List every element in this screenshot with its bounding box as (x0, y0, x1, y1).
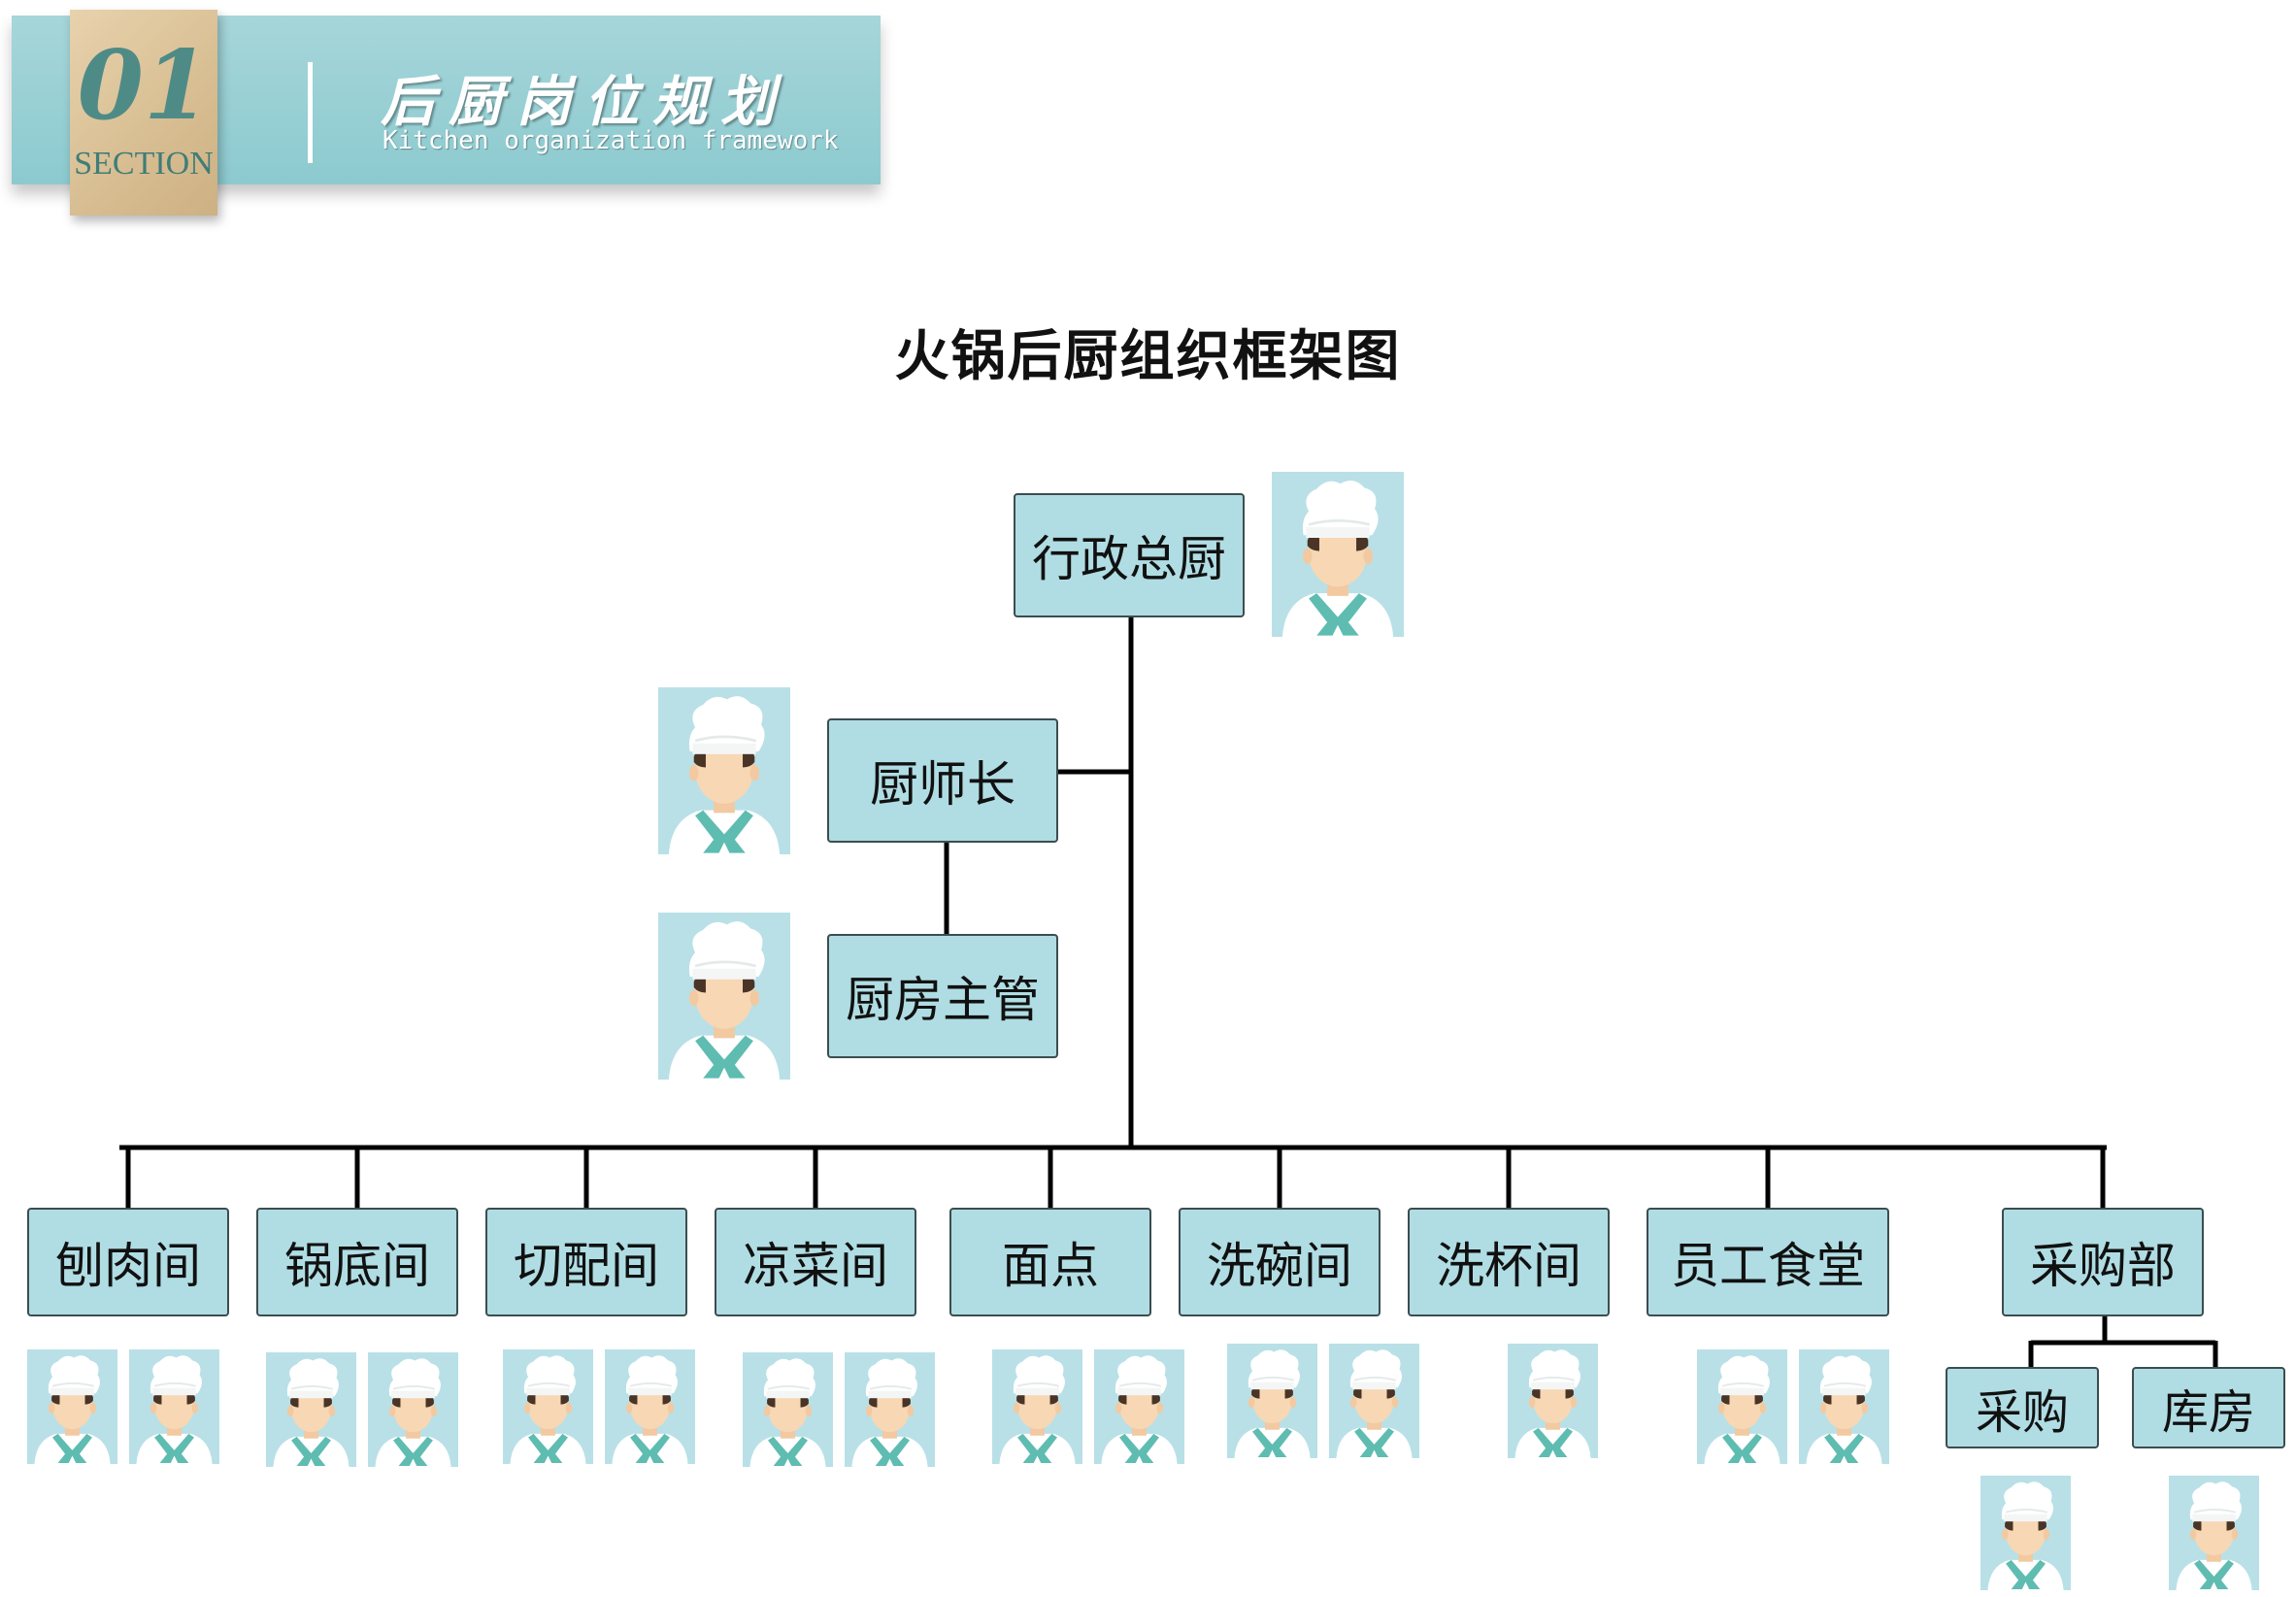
chef-avatar-icon (503, 1349, 593, 1464)
node-head-chef[interactable]: 厨师长 (827, 718, 1058, 843)
node-dept-label: 切配间 (514, 1238, 659, 1294)
node-dept-dishwashing[interactable]: 洗碗间 (1179, 1208, 1381, 1316)
section-label: SECTION (74, 146, 214, 182)
chef-avatar-icon (2169, 1476, 2259, 1590)
diagram-title: 火锅后厨组织框架图 (894, 325, 1402, 388)
chef-avatar-icon (27, 1349, 117, 1464)
node-dept-pastry[interactable]: 面点 (949, 1208, 1151, 1316)
node-dept-cold-dishes[interactable]: 凉菜间 (715, 1208, 916, 1316)
node-dept-label: 面点 (1002, 1238, 1099, 1294)
chef-avatar-icon (266, 1352, 356, 1467)
chef-avatar-icon (658, 687, 790, 854)
node-sub-storeroom[interactable]: 库房 (2132, 1367, 2285, 1448)
chef-avatar-icon (743, 1352, 833, 1467)
section-number: 01 (77, 30, 211, 142)
chef-avatar-icon (1697, 1349, 1787, 1464)
chef-avatar-icon (845, 1352, 935, 1467)
chef-avatar-icon (1329, 1344, 1419, 1458)
chef-avatar-icon (658, 913, 790, 1080)
node-dept-label: 锅底间 (284, 1238, 430, 1294)
node-dept-cup-washing[interactable]: 洗杯间 (1408, 1208, 1610, 1316)
chef-avatar-icon (992, 1349, 1082, 1464)
node-dept-label: 员工食堂 (1671, 1238, 1865, 1294)
node-kitchen-supervisor[interactable]: 厨房主管 (827, 934, 1058, 1058)
node-dept-label: 刨肉间 (55, 1238, 201, 1294)
node-dept-prep[interactable]: 切配间 (485, 1208, 687, 1316)
node-kitchen-supervisor-label: 厨房主管 (846, 972, 1040, 1028)
node-sub-label: 库房 (2161, 1385, 2255, 1440)
node-executive-chef[interactable]: 行政总厨 (1014, 493, 1245, 617)
node-dept-broth[interactable]: 锅底间 (256, 1208, 458, 1316)
section-badge: 01 SECTION (70, 10, 217, 216)
node-dept-label: 采购部 (2030, 1238, 2176, 1294)
node-dept-meat-slicing[interactable]: 刨肉间 (27, 1208, 229, 1316)
node-sub-label: 采购 (1975, 1385, 2069, 1440)
node-executive-chef-label: 行政总厨 (1032, 531, 1226, 587)
node-head-chef-label: 厨师长 (870, 756, 1015, 813)
node-dept-label: 洗碗间 (1207, 1238, 1352, 1294)
banner-divider (308, 62, 313, 163)
chef-avatar-icon (1799, 1349, 1889, 1464)
section-subtitle: Kitchen organization framework (383, 126, 839, 155)
chef-avatar-icon (1272, 472, 1404, 637)
chef-avatar-icon (368, 1352, 458, 1467)
node-dept-staff-canteen[interactable]: 员工食堂 (1647, 1208, 1889, 1316)
chef-avatar-icon (1227, 1344, 1317, 1458)
node-dept-purchasing[interactable]: 采购部 (2002, 1208, 2204, 1316)
chef-avatar-icon (1508, 1344, 1598, 1458)
node-dept-label: 洗杯间 (1436, 1238, 1581, 1294)
chef-avatar-icon (605, 1349, 695, 1464)
node-sub-purchasing[interactable]: 采购 (1946, 1367, 2099, 1448)
chef-avatar-icon (1980, 1476, 2071, 1590)
node-dept-label: 凉菜间 (743, 1238, 888, 1294)
chef-avatar-icon (129, 1349, 219, 1464)
chef-avatar-icon (1094, 1349, 1184, 1464)
section-title: 后厨岗位规划 (381, 70, 788, 134)
